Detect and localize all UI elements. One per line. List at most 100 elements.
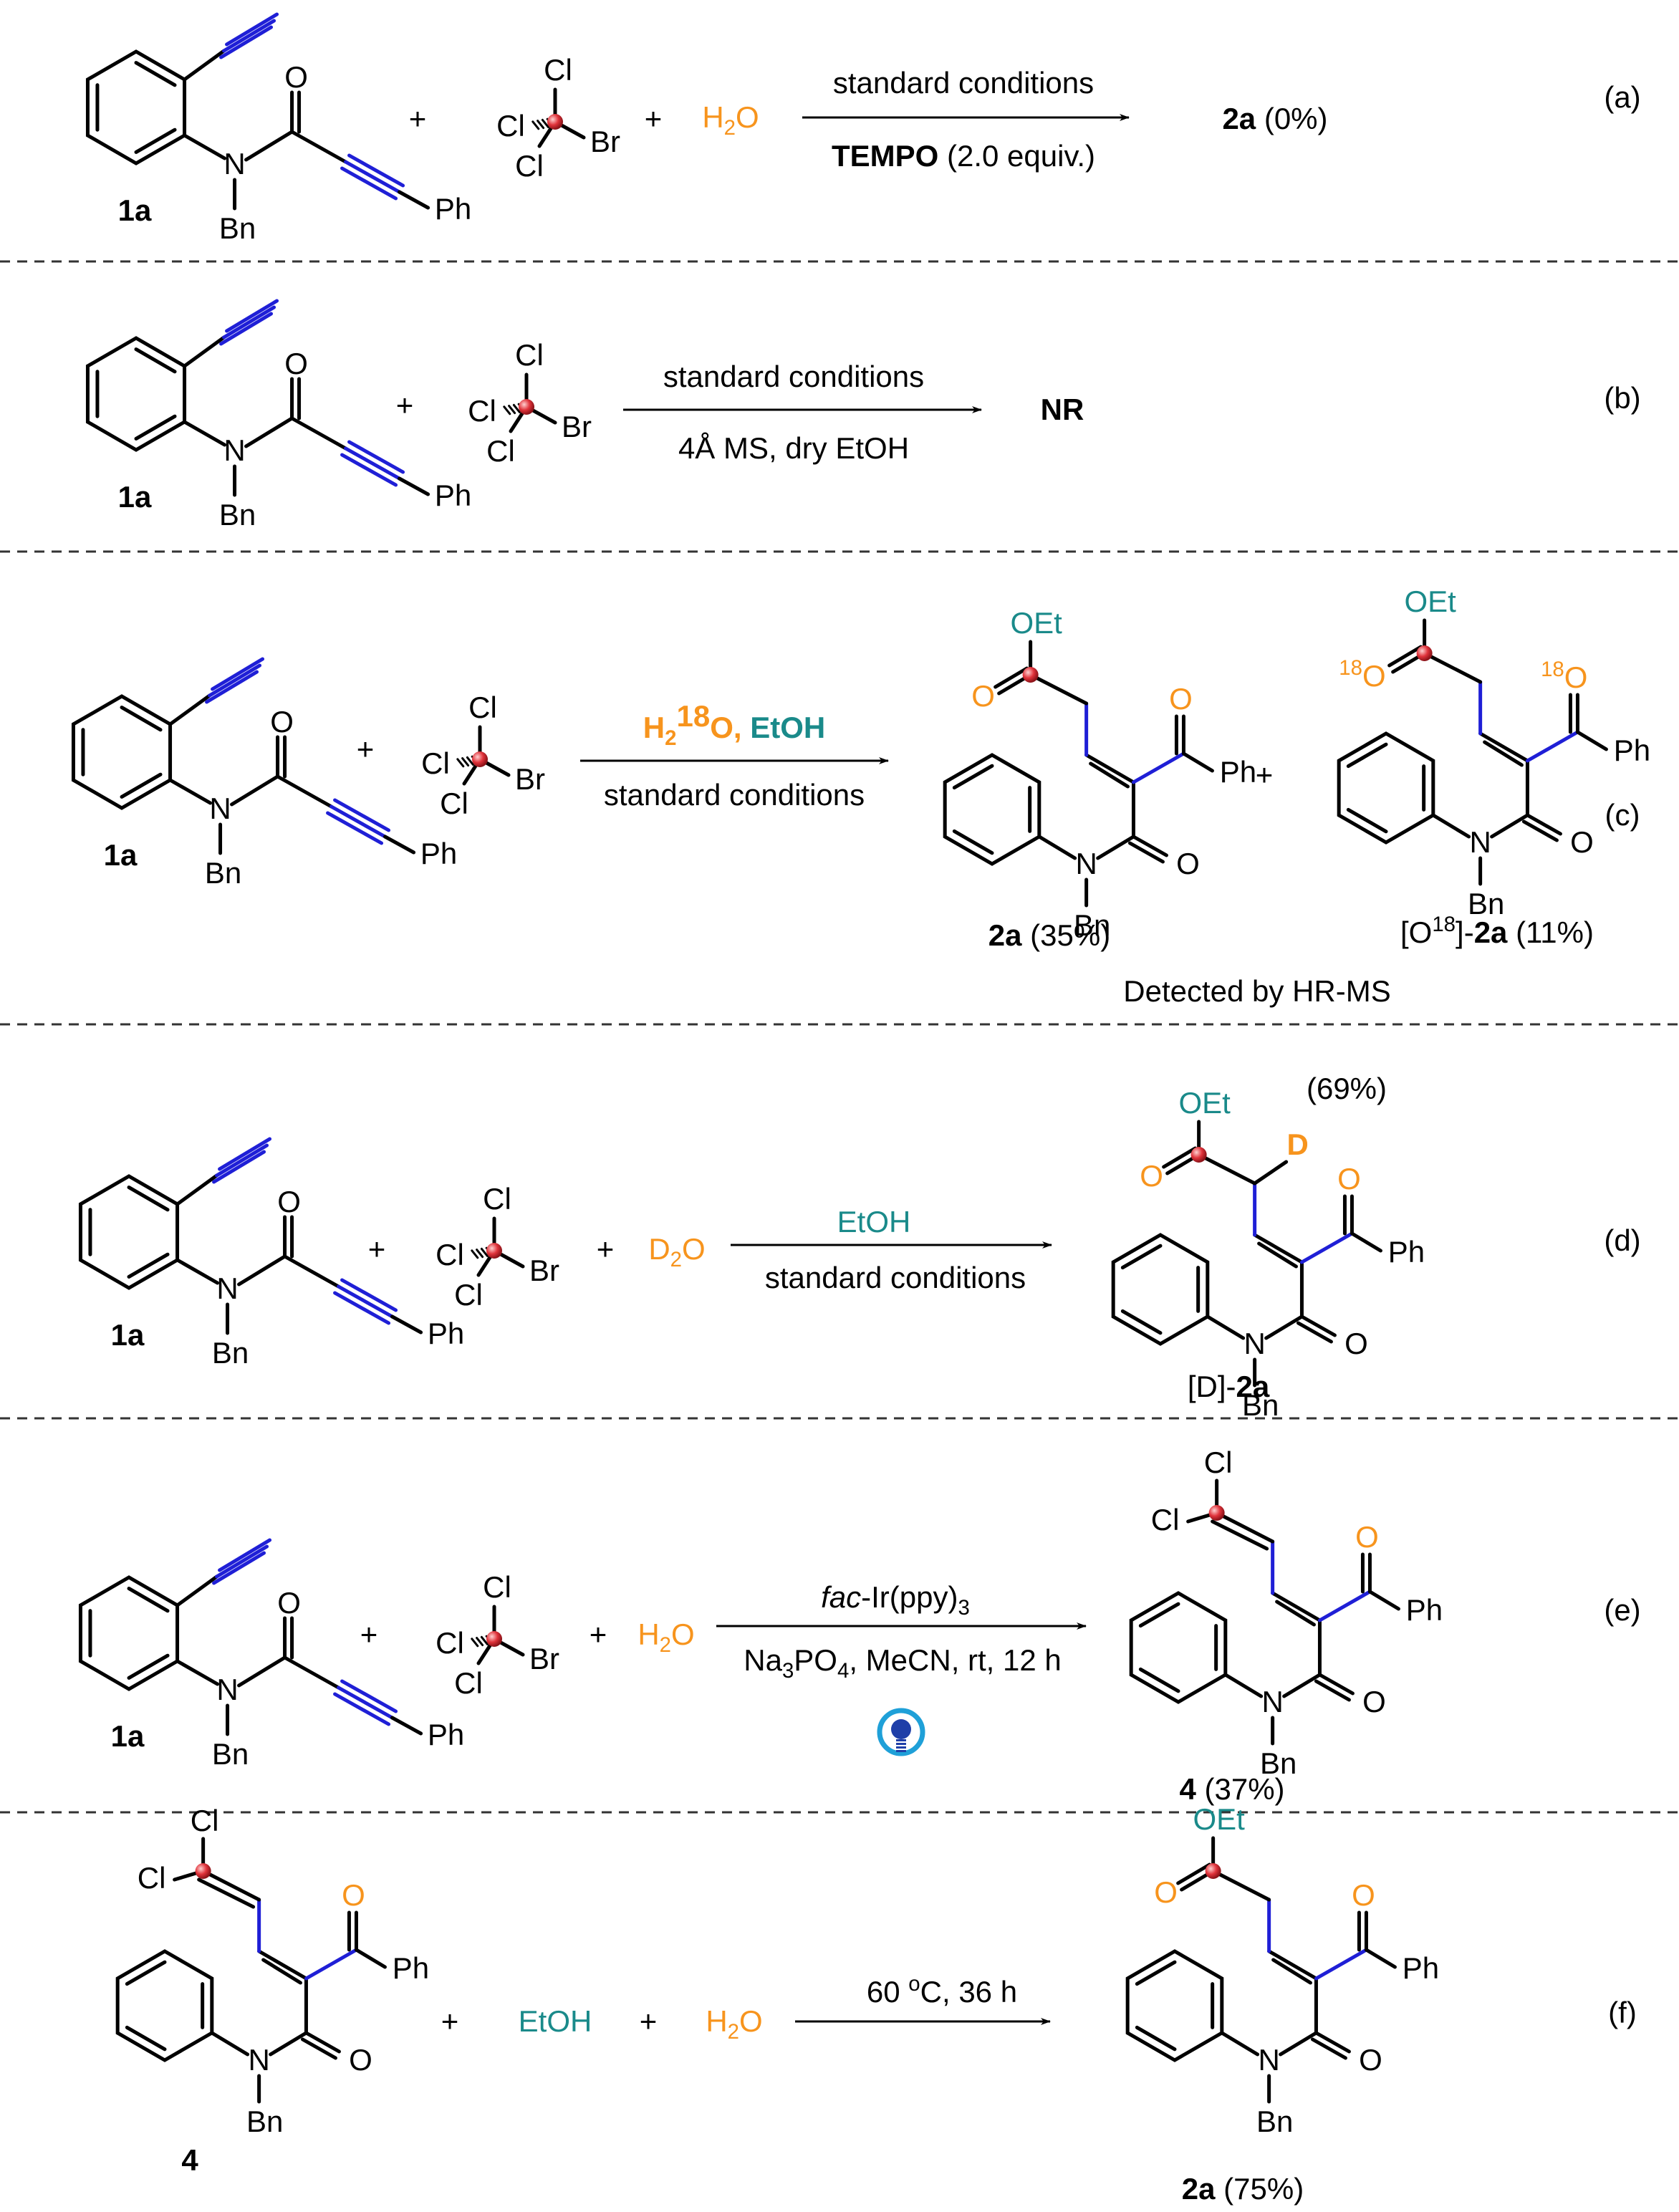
new-c-c-bond <box>304 1948 358 1981</box>
text-part: , MeCN, rt, 12 h <box>849 1643 1061 1677</box>
plus-sign: + <box>396 388 414 422</box>
text-part: 2 <box>665 726 676 750</box>
bond <box>283 1254 341 1289</box>
compound-label-1a: 1a <box>111 1719 145 1753</box>
bond <box>168 693 212 726</box>
internal-alkyne-bond <box>329 804 388 839</box>
product-yield: 4 (37%) <box>1179 1772 1284 1806</box>
terminal-alkyne-bond <box>225 299 279 333</box>
terminal-alkyne-bond <box>205 670 259 704</box>
text-part: 2a <box>988 918 1022 952</box>
benzyl-group: Bn <box>1242 1388 1279 1422</box>
chlorine-atom: Cl <box>138 1861 166 1895</box>
text-part: -Ir(ppy) <box>861 1580 958 1614</box>
benzoyl-oxygen: O <box>1355 1520 1379 1554</box>
benzene-ring <box>78 1174 180 1290</box>
bond <box>1176 1862 1212 1885</box>
internal-alkyne-bond <box>344 446 402 481</box>
benzene-ring <box>78 1575 180 1691</box>
bond <box>1096 835 1135 860</box>
compound-label-1a: 1a <box>111 1318 145 1352</box>
lactam-oxygen: O <box>1344 1327 1368 1360</box>
internal-alkyne-bond <box>340 1679 398 1713</box>
bond <box>244 416 294 448</box>
text-part: H <box>702 100 723 134</box>
product-yield: 2a (0%) <box>1222 102 1327 135</box>
phenyl-group: Ph <box>393 1951 429 1985</box>
conditions-bottom: standard conditions <box>604 778 865 812</box>
hashed-bond <box>480 1247 489 1257</box>
blue-light-bulb-icon <box>877 1708 925 1756</box>
chlorine-atom: Cl <box>468 394 496 428</box>
plus-sign: + <box>368 1232 386 1266</box>
hashed-bond <box>531 120 540 130</box>
benzo-ring <box>943 753 1041 866</box>
bond <box>1314 1679 1351 1702</box>
text-part: 18 <box>676 699 710 733</box>
text-part: [O <box>1400 915 1432 949</box>
vinyl-double-bond <box>197 1877 256 1909</box>
bond <box>1525 813 1562 836</box>
aromatic-double-bond <box>127 1252 170 1279</box>
text-part: 4 <box>1179 1772 1196 1806</box>
bond <box>390 1716 423 1736</box>
conditions-bottom: 4Å MS, dry EtOH <box>678 431 909 465</box>
text-part: TEMPO <box>832 139 938 173</box>
compound-label-4: 4 <box>181 2143 198 2177</box>
hashed-bond <box>541 118 549 128</box>
text-part: O <box>1564 660 1588 694</box>
bond <box>1296 1321 1333 1344</box>
bond <box>237 1655 287 1688</box>
plus-sign: + <box>597 1232 615 1266</box>
text-part: ]- <box>1456 915 1474 949</box>
panel-tag-b: (b) <box>1604 381 1640 415</box>
nitrogen-atom: N <box>223 147 245 181</box>
new-c-c-bond <box>1299 1231 1354 1264</box>
plus-sign: + <box>1256 758 1274 792</box>
benzene-ring <box>71 694 173 810</box>
phenyl-group: Ph <box>428 1718 464 1751</box>
radical-center-sphere <box>1190 1147 1207 1163</box>
bond <box>1478 731 1529 763</box>
ethoxy-group: OEt <box>1404 585 1456 618</box>
phenyl-group: Ph <box>1403 1951 1439 1985</box>
text-part: EtOH <box>750 711 825 744</box>
chlorine-atom: Cl <box>1151 1503 1180 1537</box>
benzene-ring <box>85 49 187 165</box>
hashed-bond <box>512 403 521 413</box>
conditions-top: standard conditions <box>663 360 924 393</box>
chlorine-atom: Cl <box>421 746 450 780</box>
carbonyl-oxygen: O <box>277 1586 301 1620</box>
hashed-bond <box>471 1249 479 1259</box>
radical-center-sphere <box>1208 1505 1225 1521</box>
conditions-bottom: TEMPO (2.0 equiv.) <box>832 139 1095 173</box>
bond <box>1253 1233 1304 1264</box>
chlorine-atom: Cl <box>454 1666 483 1700</box>
c3-c4-double-bond <box>1271 1958 1312 1985</box>
panel-tag-e: (e) <box>1604 1593 1640 1627</box>
internal-alkyne-bond <box>326 811 384 845</box>
terminal-alkyne-bond <box>225 12 279 47</box>
bond <box>183 335 226 368</box>
text-part: 18 <box>1541 658 1564 681</box>
hashed-bond <box>476 1637 484 1647</box>
text-part: (75%) <box>1216 2172 1304 2206</box>
conditions-bottom: standard conditions <box>765 1261 1026 1294</box>
bond <box>398 190 430 210</box>
deuterium-atom: D <box>1286 1127 1308 1161</box>
product-yield: 2a (75%) <box>1182 2172 1304 2206</box>
bromine-atom: Br <box>529 1642 559 1675</box>
conditions-top: 60 oC, 36 h <box>867 1972 1017 2009</box>
bromine-atom: Br <box>562 410 592 443</box>
radical-center-sphere <box>1022 667 1039 683</box>
ester-carbonyl-oxygen: O <box>1154 1875 1178 1909</box>
chlorine-atom: Cl <box>468 691 497 724</box>
chlorine-atom: Cl <box>436 1238 464 1271</box>
radical-center-sphere <box>472 751 488 767</box>
lactam-oxygen: O <box>349 2043 372 2077</box>
terminal-alkyne-bond <box>215 1544 269 1579</box>
aromatic-double-bond <box>134 61 177 87</box>
benzyl-group: Bn <box>1468 887 1504 920</box>
